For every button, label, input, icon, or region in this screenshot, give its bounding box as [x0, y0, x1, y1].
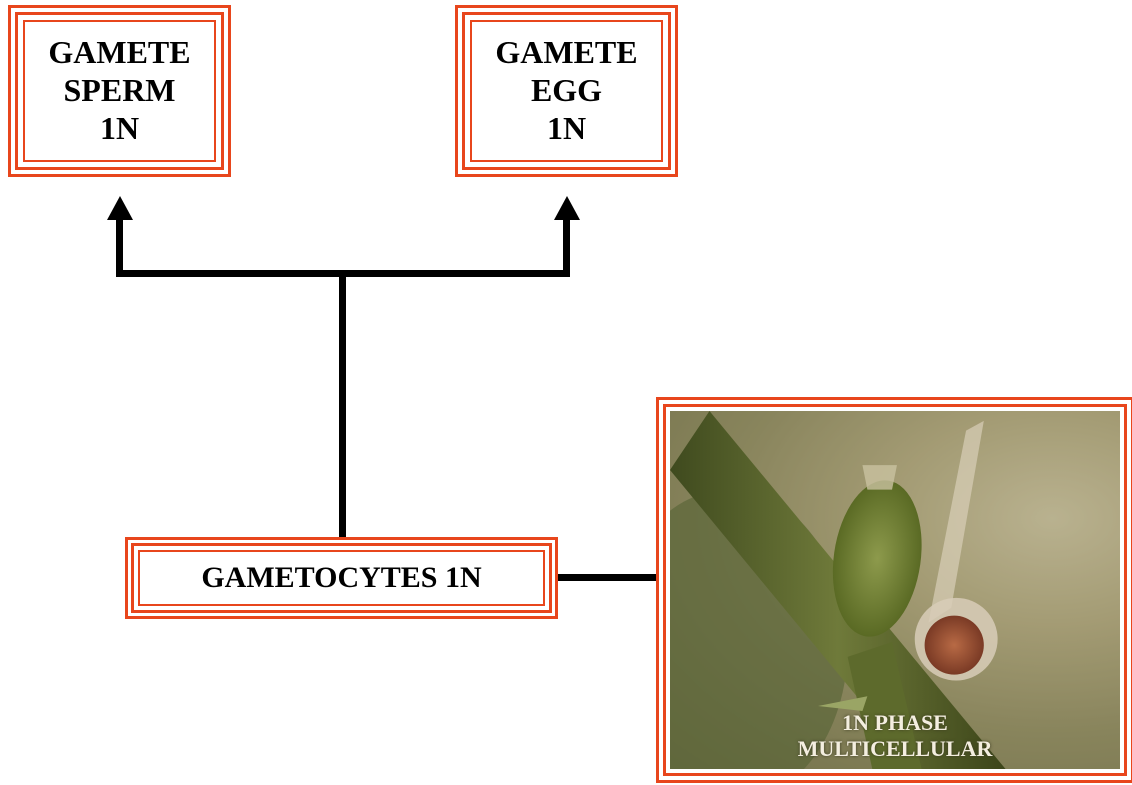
photo-caption: 1N PHASE MULTICELLULAR [670, 710, 1120, 761]
photo-caption-line2: MULTICELLULAR [797, 735, 993, 761]
arrow-to-sperm [107, 196, 133, 220]
photo-caption-line1: 1N PHASE [842, 710, 948, 736]
gametocytes-box: GAMETOCYTES 1N [125, 537, 558, 619]
microscope-photo-frame: 1N PHASE MULTICELLULAR [656, 397, 1132, 783]
sperm-line3: 1N [99, 109, 140, 146]
connector-to-photo [556, 574, 658, 581]
gamete-egg-box: GAMETE EGG 1N [455, 5, 678, 177]
connector-left-vertical [116, 218, 123, 276]
egg-line2: EGG [530, 72, 603, 109]
gametophyte-micrograph: 1N PHASE MULTICELLULAR [670, 411, 1120, 769]
connector-right-vertical [563, 218, 570, 276]
gamete-sperm-box: GAMETE SPERM 1N [8, 5, 231, 177]
egg-line1: GAMETE [495, 34, 638, 71]
gametocytes-label: GAMETOCYTES 1N [201, 561, 482, 595]
arrow-to-egg [554, 196, 580, 220]
micrograph-illustration [670, 411, 1120, 769]
sperm-line2: SPERM [63, 72, 176, 109]
connector-center-vertical [339, 270, 346, 542]
egg-line3: 1N [546, 109, 587, 146]
sperm-line1: GAMETE [48, 34, 191, 71]
